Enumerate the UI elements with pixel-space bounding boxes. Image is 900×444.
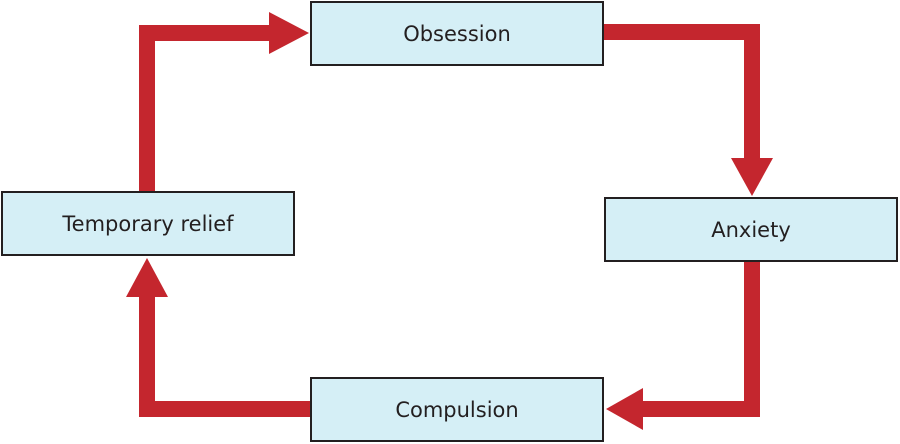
node-obsession-label: Obsession <box>403 21 511 46</box>
node-obsession: Obsession <box>310 1 604 66</box>
arrow-obsession-to-anxiety <box>604 24 773 196</box>
node-anxiety: Anxiety <box>604 197 898 262</box>
node-compulsion: Compulsion <box>310 377 604 442</box>
arrow-compulsion-to-relief <box>126 258 310 417</box>
node-temporary-relief-label: Temporary relief <box>62 211 234 236</box>
node-anxiety-label: Anxiety <box>711 217 791 242</box>
arrow-anxiety-to-compulsion <box>606 262 760 430</box>
node-temporary-relief: Temporary relief <box>1 191 295 256</box>
node-compulsion-label: Compulsion <box>395 397 519 422</box>
arrow-relief-to-obsession <box>139 12 309 191</box>
